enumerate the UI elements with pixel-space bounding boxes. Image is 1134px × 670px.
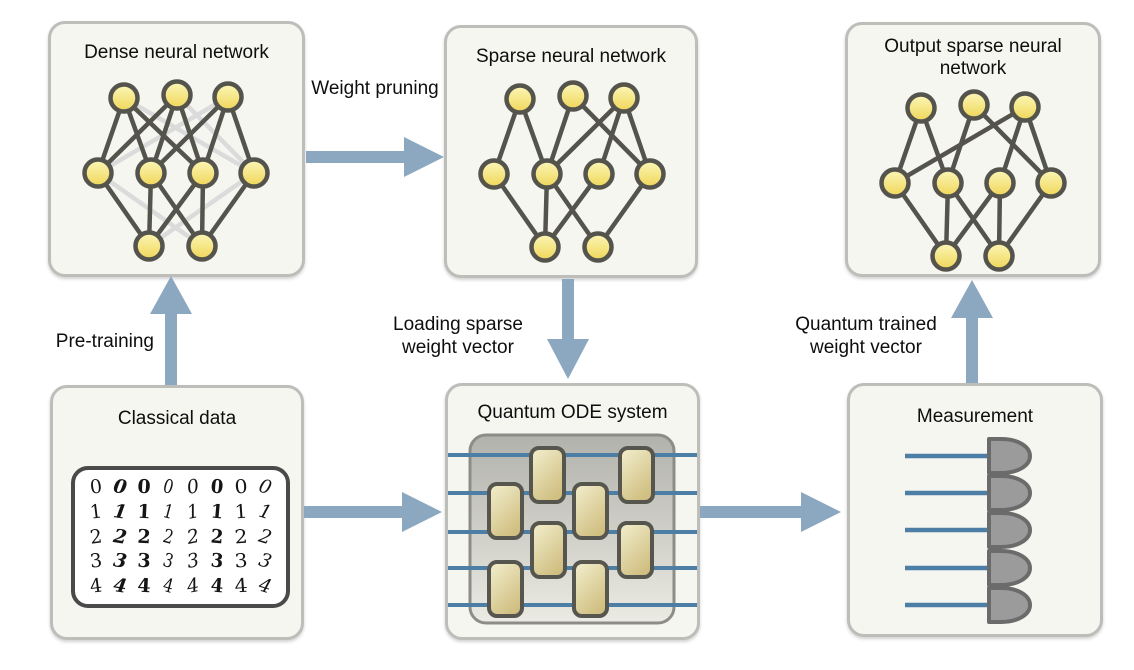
quantum-circuit-graphic <box>448 433 697 625</box>
pre-training-arrow-head <box>150 276 192 314</box>
neuron-node <box>608 82 640 114</box>
weight-pruning-arrow-head <box>404 137 444 177</box>
neuron-node <box>983 240 1015 272</box>
neuron-node <box>557 80 589 112</box>
weight-pruning-arrow-shaft <box>306 151 406 163</box>
handwritten-digit: 4 <box>184 574 201 599</box>
neuron-node <box>932 167 964 199</box>
output-sparse-neural-network-box: Output sparse neural network <box>845 22 1101 277</box>
pre-training-label: Pre-training <box>55 331 154 352</box>
handwritten-digit: 2 <box>209 525 224 549</box>
quantum-trained-arrow-shaft <box>966 314 978 383</box>
neuron-node <box>108 82 140 114</box>
loading-sparse-arrow-shaft <box>562 279 574 341</box>
measurement-box: Measurement <box>847 383 1103 637</box>
handwritten-digit: 3 <box>160 549 177 574</box>
neuron-node <box>504 83 536 115</box>
neuron-node <box>161 79 193 111</box>
neuron-node <box>531 158 563 190</box>
sparse-network-graphic <box>478 80 666 263</box>
handwritten-digit: 1 <box>160 500 177 525</box>
measurement-wires <box>905 453 996 608</box>
loading-sparse-arrow-head <box>547 339 589 379</box>
neuron-node <box>582 231 614 263</box>
dense-box-title: Dense neural network <box>84 42 269 63</box>
handwritten-digit: 4 <box>209 575 224 599</box>
handwritten-digit: 3 <box>209 550 224 574</box>
measurement-box-title: Measurement <box>916 406 1034 427</box>
handwritten-digit: 1 <box>137 500 152 524</box>
handwritten-digit: 1 <box>233 500 249 524</box>
classical-box-title: Classical data <box>117 408 237 429</box>
handwritten-digit: 4 <box>111 574 129 599</box>
measurement-graphic <box>905 437 1032 624</box>
handwritten-digit: 0 <box>233 475 249 499</box>
handwritten-digit: 3 <box>233 550 249 574</box>
neuron-node <box>529 231 561 263</box>
neuron-node <box>1035 167 1067 199</box>
handwritten-digit: 4 <box>233 575 249 599</box>
quantum-to-measurement-arrow-shaft <box>700 506 803 518</box>
quantum-trained-arrow-head <box>951 280 993 318</box>
dense-neural-network-box: Dense neural network <box>48 21 305 277</box>
output-network-graphic <box>879 89 1067 272</box>
neuron-node <box>1009 91 1041 123</box>
output-box-title: Output sparse neural network <box>884 36 1062 79</box>
handwritten-digit: 0 <box>137 476 152 499</box>
weight-pruning-label: Weight pruning <box>311 78 439 99</box>
neuron-node <box>930 240 962 272</box>
neuron-node <box>984 167 1016 199</box>
handwritten-digit: 0 <box>209 475 224 499</box>
quantum-to-measurement-arrow-head <box>801 492 841 532</box>
neuron-node <box>238 157 270 189</box>
handwritten-digit: 1 <box>111 500 129 525</box>
neuron-node <box>879 167 911 199</box>
loading-sparse-weight-vector-label: Loading sparse weight vector <box>393 314 523 358</box>
neuron-node <box>82 157 114 189</box>
neuron-node <box>186 230 218 262</box>
quantum-ode-system-box: Quantum ODE system <box>445 383 700 640</box>
quantum-trained-weight-vector-label: Quantum trained weight vector <box>795 314 937 358</box>
handwritten-digit: 2 <box>137 525 152 549</box>
handwritten-digit: 3 <box>137 550 152 574</box>
handwritten-digit: 4 <box>160 574 177 599</box>
sparse-neural-network-box: Sparse neural network <box>444 25 698 278</box>
sparse-box-title: Sparse neural network <box>475 46 667 67</box>
classical-to-quantum-arrow-shaft <box>304 506 404 518</box>
neuron-node <box>905 92 937 124</box>
pre-training-arrow-shaft <box>165 310 177 385</box>
neuron-node <box>958 89 990 121</box>
quantum-gates <box>487 446 655 618</box>
dense-network-graphic <box>82 79 270 262</box>
handwritten-digit: 2 <box>160 525 177 549</box>
neuron-node <box>212 81 244 113</box>
detector-icons <box>987 437 1032 624</box>
handwritten-digit: 0 <box>160 475 177 500</box>
neuron-node <box>478 158 510 190</box>
neuron-node <box>187 157 219 189</box>
neuron-node <box>583 158 615 190</box>
neuron-node <box>133 230 165 262</box>
neuron-node <box>634 158 666 190</box>
quantum-box-title: Quantum ODE system <box>477 402 668 423</box>
handwritten-digit: 4 <box>137 575 152 598</box>
handwritten-digit: 2 <box>233 525 249 549</box>
handwritten-digit: 1 <box>209 500 224 524</box>
neuron-node <box>135 157 167 189</box>
handwritten-digit: 0 <box>111 475 129 500</box>
classical-to-quantum-arrow-head <box>402 492 442 532</box>
